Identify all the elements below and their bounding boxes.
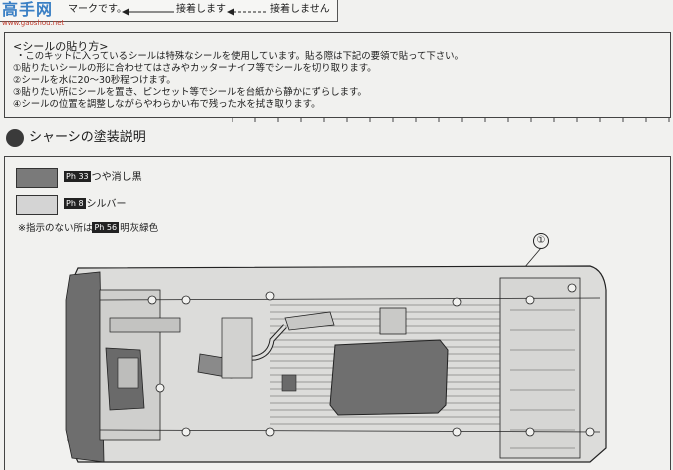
oil-pan-detail [117, 357, 139, 389]
no-glue-arrow-icon [227, 8, 267, 16]
transmission-tunnel [221, 317, 253, 379]
paint-guide-box [4, 156, 671, 470]
legend-strip: 高手网 www.gaoshou.net マークです。 接着します 接着しません [0, 0, 338, 27]
sticker-title: <シールの貼り方> [13, 40, 109, 53]
ruler-tickmarks [232, 117, 670, 122]
sticker-step-4: ④シールの位置を調整しながらやわらかい布で残った水を拭き取ります。 [13, 99, 321, 110]
legend-mark-text: マークです。 [68, 4, 127, 15]
callout-leader-line [523, 247, 542, 269]
sticker-step-2: ②シールを水に20～30秒程つけます。 [13, 75, 176, 86]
section-title: シャーシの塗装説明 [29, 130, 146, 145]
small-bracket [281, 374, 297, 392]
sticker-instructions-box [4, 32, 671, 118]
mounting-holes [147, 283, 595, 437]
rear-frame [499, 277, 581, 459]
chassis-underside-diagram [65, 247, 607, 463]
paint-swatch-silver [16, 195, 58, 215]
legend-no-glue-label: 接着しません [270, 4, 330, 15]
rear-bracket [379, 307, 407, 335]
muffler [284, 311, 335, 331]
watermark-logo: 高手网 www.gaoshou.net [2, 1, 72, 31]
sticker-line: ・このキットに入っているシールは特殊なシールを使用しています。貼る際は下記の要領… [16, 51, 464, 62]
paint-code-badge: Ph 8 [64, 198, 86, 209]
paint-name: つや消し黒 [91, 172, 142, 183]
section-bullet-icon [6, 129, 24, 147]
paint-code-badge: Ph 56 [92, 222, 120, 233]
front-bumper [65, 271, 105, 463]
legend-glue-label: 接着します [176, 4, 226, 15]
paint-name: シルバー [86, 199, 127, 210]
sticker-step-1: ①貼りたいシールの形に合わせてはさみやカッターナイフ等でシールを切り取ります。 [13, 63, 377, 74]
glue-arrow-icon [122, 8, 174, 16]
paint-swatch-flat-black [16, 168, 58, 188]
fuel-tank [329, 339, 449, 416]
watermark-text: 高手网 [2, 0, 54, 19]
paint-code-badge: Ph 33 [64, 171, 91, 182]
front-crossmember [109, 317, 181, 333]
watermark-url: www.gaoshou.net [2, 19, 65, 27]
sticker-step-3: ③貼りたい所にシールを置き、ピンセット等でシールを台紙から静かにずらします。 [13, 87, 367, 98]
